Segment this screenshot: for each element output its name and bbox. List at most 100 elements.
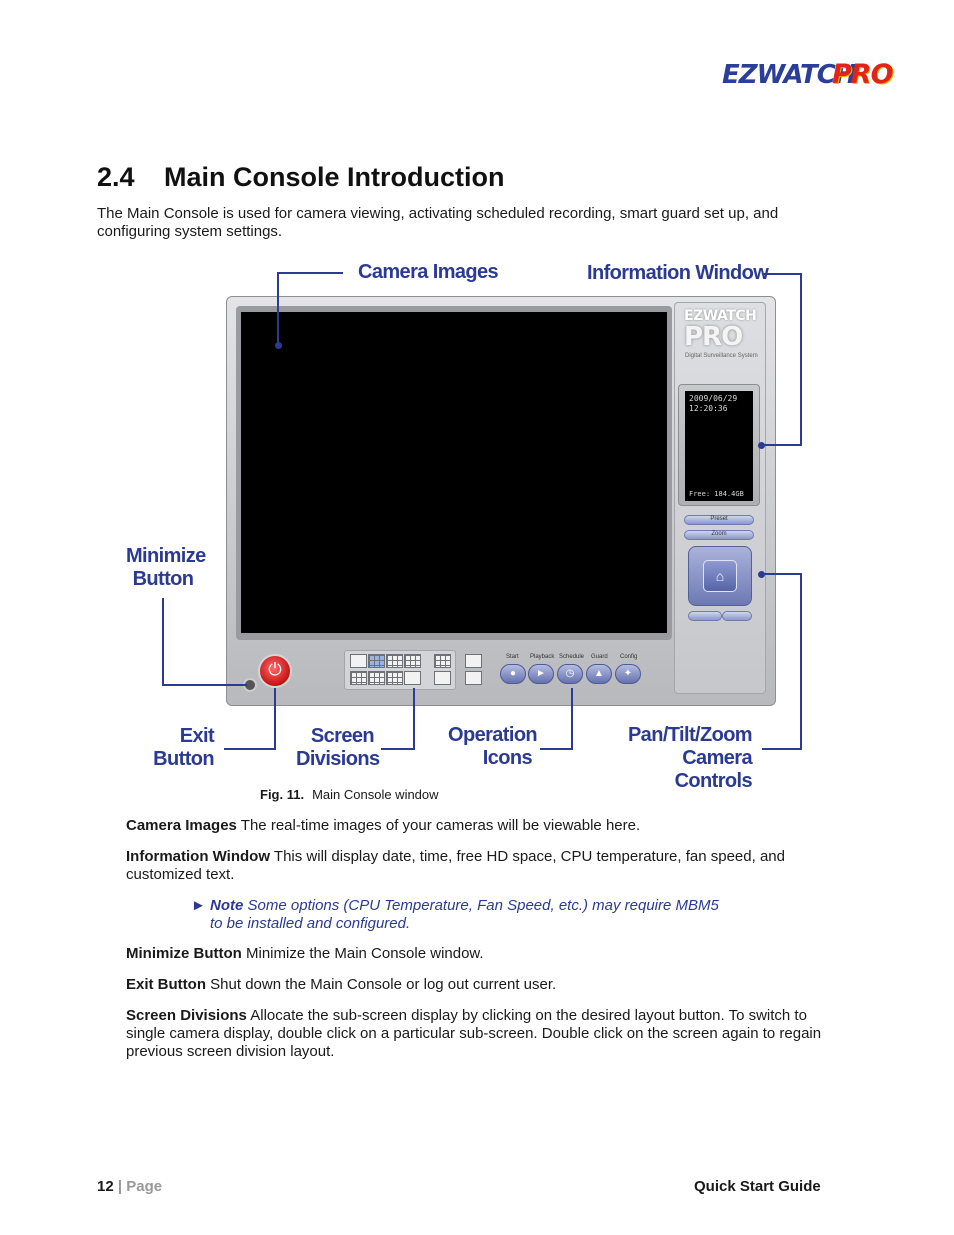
- layout-13-button[interactable]: [368, 671, 385, 685]
- note-label: Note: [210, 897, 244, 914]
- callout-line: [762, 573, 802, 575]
- console-logo-pro: PRO: [684, 322, 743, 352]
- schedule-button[interactable]: ◷: [557, 664, 583, 684]
- desc-term: Minimize Button: [126, 945, 242, 962]
- exit-button[interactable]: ⏻: [258, 654, 292, 688]
- info-time: 12:20:36: [689, 404, 728, 413]
- config-button[interactable]: ✦: [615, 664, 641, 684]
- logo-text-ezwatch: EZWATCH: [722, 60, 857, 90]
- gear-icon: ✦: [623, 668, 633, 679]
- home-icon[interactable]: ⌂: [703, 560, 737, 592]
- section-title: Main Console Introduction: [164, 162, 505, 192]
- layout-16-button[interactable]: [386, 671, 403, 685]
- callout-line: [762, 273, 802, 275]
- page-separator: |: [113, 1178, 127, 1195]
- layout-4-button[interactable]: [368, 654, 385, 668]
- callout-screen-line2: Divisions: [296, 748, 380, 770]
- layout-custom-button[interactable]: [404, 671, 421, 685]
- start-button[interactable]: ●: [500, 664, 526, 684]
- callout-line: [540, 748, 573, 750]
- op-playback-label: Playback: [530, 654, 555, 660]
- desc-text: Shut down the Main Console or log out cu…: [206, 976, 557, 993]
- page-word: Page: [126, 1178, 163, 1195]
- desc-minimize-button: Minimize Button Minimize the Main Consol…: [126, 945, 838, 963]
- zoom-label: Zoom: [711, 531, 727, 537]
- desc-text: Allocate the sub-screen display by click…: [126, 1007, 822, 1060]
- callout-exit-line1: Exit: [179, 725, 215, 747]
- desc-text: Minimize the Main Console window.: [241, 945, 484, 962]
- desc-exit-button: Exit Button Shut down the Main Console o…: [126, 976, 838, 994]
- note-box: ► Note Some options (CPU Temperature, Fa…: [191, 897, 731, 933]
- arrow-icon: ►: [191, 897, 206, 914]
- desc-text: The real-time images of your cameras wil…: [236, 817, 641, 834]
- console-logo-subtitle: Digital Surveillance System: [685, 353, 758, 359]
- callout-dot: [758, 442, 765, 449]
- op-schedule-label: Schedule: [559, 654, 585, 660]
- ptz-extra-button-right[interactable]: [722, 611, 752, 621]
- callout-exit-line2: Button: [153, 748, 214, 770]
- figure-text: Main Console window: [312, 787, 439, 802]
- playback-button[interactable]: ►: [528, 664, 554, 684]
- figure-caption: Fig. 11.Main Console window: [260, 787, 439, 802]
- callout-line: [762, 444, 802, 446]
- op-config-label: Config: [620, 654, 638, 660]
- layout-1-button[interactable]: [350, 654, 367, 668]
- page-footer-number: 12 | Page: [97, 1178, 162, 1195]
- section-number: 2.4: [97, 162, 135, 192]
- expand-icon[interactable]: [465, 671, 482, 685]
- ptz-extra-button-left[interactable]: [688, 611, 722, 621]
- note-line1: Some options (CPU Temperature, Fan Speed…: [243, 897, 719, 914]
- callout-line: [162, 684, 247, 686]
- op-start-label: Start: [506, 654, 519, 660]
- warning-icon: ▲: [594, 668, 604, 679]
- callout-ptz-line2: Camera Controls: [674, 747, 753, 792]
- brand-logo: EZWATCH PRO: [722, 58, 894, 96]
- callout-line: [277, 272, 343, 274]
- preset-control[interactable]: [684, 515, 754, 525]
- callout-minimize-line2: Button: [132, 568, 194, 590]
- layout-sequence-button[interactable]: [434, 671, 451, 685]
- note-line2: to be installed and configured.: [210, 915, 411, 932]
- info-free-space: Free: 184.4GB: [689, 490, 744, 498]
- callout-line: [800, 573, 802, 750]
- desc-screen-divisions: Screen Divisions Allocate the sub-screen…: [126, 1007, 838, 1061]
- desc-term: Exit Button: [126, 976, 206, 993]
- zoom-control[interactable]: [684, 530, 754, 540]
- power-icon: ⏻: [268, 660, 282, 679]
- play-icon: ►: [536, 668, 546, 679]
- callout-information-window: Information Window: [587, 262, 769, 284]
- callout-line: [800, 273, 802, 446]
- fullscreen-button[interactable]: [465, 654, 482, 668]
- op-guard-label: Guard: [591, 654, 608, 660]
- callout-line: [381, 748, 415, 750]
- desc-text: This will display date, time, free HD sp…: [126, 848, 785, 883]
- section-heading: 2.4 Main Console Introduction: [97, 162, 504, 193]
- callout-ptz-line1: Pan/Tilt/Zoom: [627, 724, 753, 746]
- clock-icon: ◷: [565, 668, 575, 679]
- layout-6-button[interactable]: [386, 654, 403, 668]
- layout-9-button[interactable]: [404, 654, 421, 668]
- page-number: 12: [97, 1178, 114, 1195]
- callout-line: [162, 598, 164, 686]
- guard-button[interactable]: ▲: [586, 664, 612, 684]
- callout-operation-line2: Icons: [482, 747, 533, 769]
- intro-paragraph: The Main Console is used for camera view…: [97, 205, 779, 240]
- desc-information-window: Information Window This will display dat…: [126, 848, 838, 884]
- callout-minimize-line1: Minimize: [126, 545, 206, 567]
- callout-line: [274, 688, 276, 750]
- callout-line: [277, 272, 279, 344]
- layout-10-button[interactable]: [350, 671, 367, 685]
- layout-extra-button[interactable]: [434, 654, 451, 668]
- camera-images-area[interactable]: [241, 312, 667, 633]
- guide-title: Quick Start Guide: [694, 1178, 821, 1195]
- desc-term: Camera Images: [126, 817, 237, 834]
- desc-camera-images: Camera Images The real-time images of yo…: [126, 817, 838, 835]
- callout-line: [762, 748, 802, 750]
- callout-operation-line1: Operation: [448, 724, 538, 746]
- callout-line: [224, 748, 276, 750]
- callout-screen-line1: Screen: [310, 725, 375, 747]
- callout-line: [413, 688, 415, 750]
- callout-camera-images: Camera Images: [358, 261, 499, 283]
- callout-line: [571, 688, 573, 750]
- preset-label: Preset: [710, 516, 728, 522]
